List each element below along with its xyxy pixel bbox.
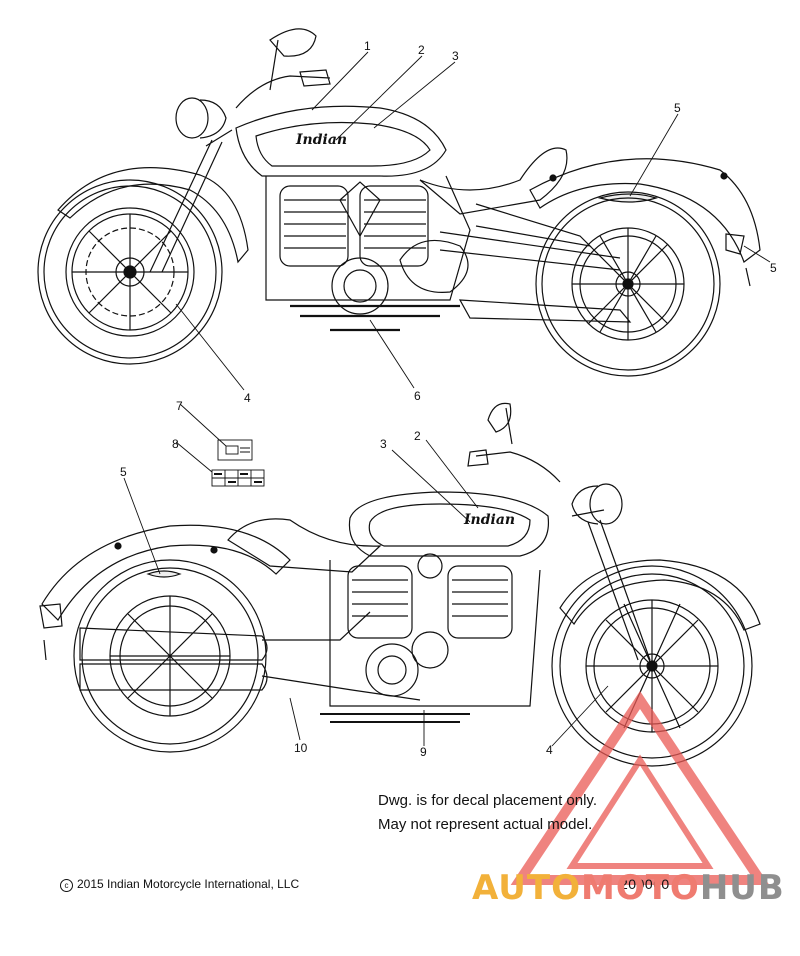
callout-3-bottom: 3 — [380, 437, 387, 451]
label-decal-7 — [179, 403, 253, 461]
headlight-top — [175, 97, 227, 139]
copyright-text: c 2015 Indian Motorcycle International, L… — [60, 877, 299, 892]
front-fork-bottom — [571, 509, 651, 661]
front-fender-bottom — [559, 559, 761, 631]
callout-4-bottom: 4 — [546, 743, 553, 757]
leader-lines-top — [175, 51, 771, 391]
callout-9-bottom: 9 — [420, 745, 427, 759]
front-wheel-bottom — [551, 565, 753, 767]
fuel-tank-top — [235, 105, 447, 177]
copyright-icon: c — [60, 879, 73, 892]
leader-lines-bottom — [123, 439, 609, 747]
note-line-1: Dwg. is for decal placement only. — [378, 792, 597, 809]
headlight-bottom — [571, 483, 623, 525]
seat-top — [419, 147, 568, 215]
drawing-number: 200060 — [620, 876, 670, 892]
callout-5-top-b: 5 — [770, 261, 777, 275]
copyright-label: 2015 Indian Motorcycle International, LL… — [77, 877, 300, 891]
frame-top — [399, 203, 621, 293]
callout-2-top: 2 — [418, 43, 425, 57]
engine-bottom — [320, 553, 541, 723]
seat-bottom — [227, 518, 382, 573]
rear-wheel-top — [535, 191, 721, 377]
callout-8: 8 — [172, 437, 179, 451]
callout-4-top: 4 — [244, 391, 251, 405]
exhaust-bottom — [79, 611, 421, 701]
callout-2-bottom: 2 — [414, 429, 421, 443]
watermark-text: AUTOMOTOHUB — [472, 868, 785, 908]
handlebar-top — [235, 28, 331, 109]
watermark-part-3: HUB — [699, 868, 785, 908]
rear-wheel-bottom — [73, 559, 267, 753]
exhaust-top — [458, 299, 632, 323]
callout-5-top-a: 5 — [674, 101, 681, 115]
callout-3-top: 3 — [452, 49, 459, 63]
engine-top — [265, 175, 471, 332]
front-wheel-top — [37, 179, 223, 365]
tank-logo-top: Indian — [296, 132, 348, 148]
rear-fender-bottom — [39, 524, 291, 661]
tank-logo-bottom: Indian — [464, 512, 516, 528]
callout-6-top: 6 — [414, 389, 421, 403]
note-line-2: May not represent actual model. — [378, 816, 593, 833]
front-fork-top — [149, 129, 233, 273]
label-decal-8 — [175, 441, 265, 487]
watermark-part-1: AUTO — [472, 868, 581, 908]
callout-7: 7 — [176, 399, 183, 413]
watermark-logo-icon — [510, 690, 770, 885]
callout-5-bottom: 5 — [120, 465, 127, 479]
callout-1-top: 1 — [364, 39, 371, 53]
watermark-part-2: MOTO — [580, 868, 700, 908]
fuel-tank-bottom — [348, 491, 550, 557]
handlebar-bottom — [467, 402, 561, 483]
callout-10-bottom: 10 — [294, 741, 308, 755]
front-fender-top — [57, 167, 249, 264]
